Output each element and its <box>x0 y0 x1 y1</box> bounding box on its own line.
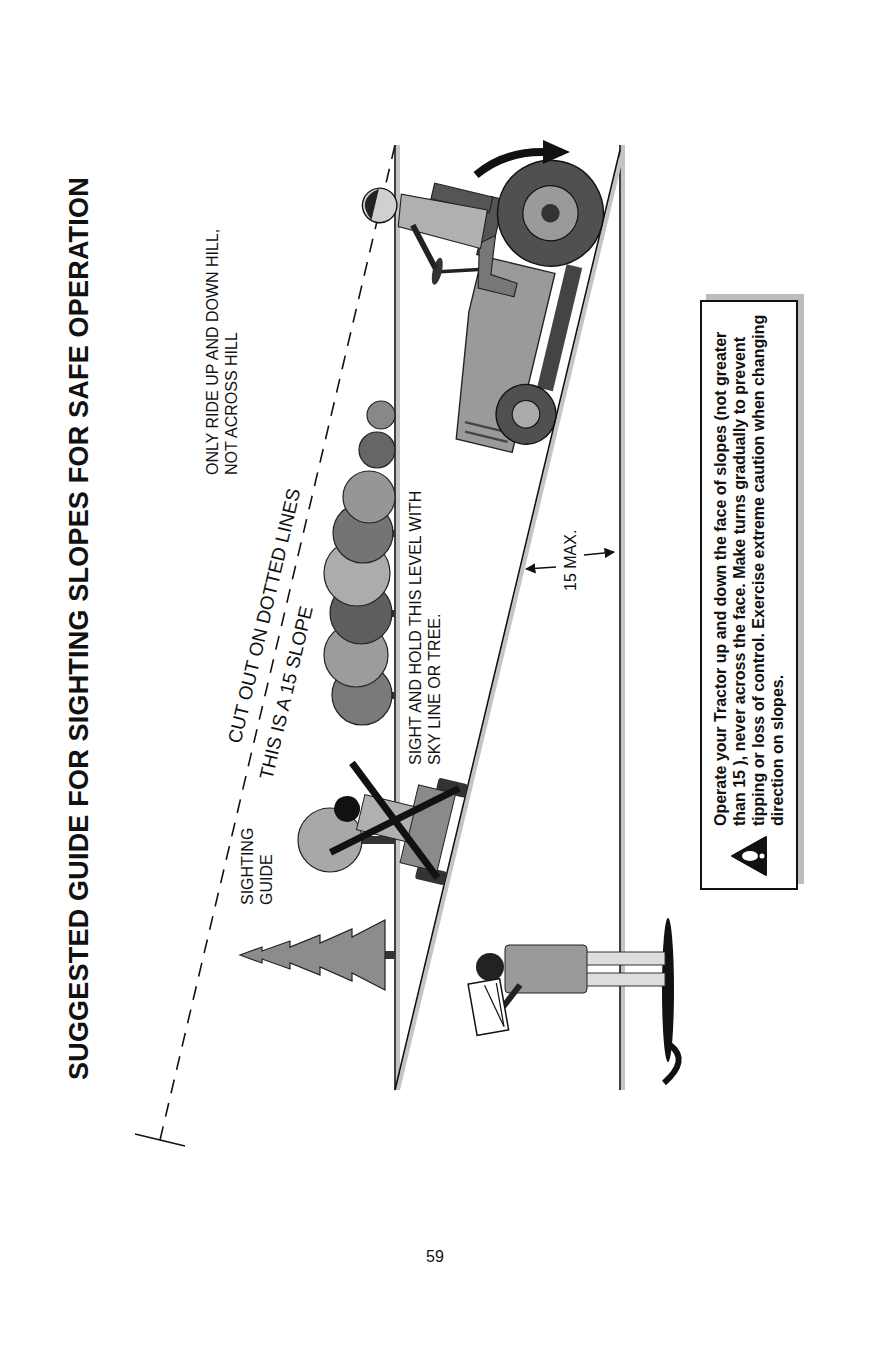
ground-lines <box>135 145 625 1146</box>
level-line <box>394 145 396 1090</box>
rider-torso <box>393 190 489 249</box>
card-level <box>496 983 504 1026</box>
ground-line <box>619 145 621 1090</box>
shadow-stroke <box>664 1045 679 1083</box>
round-tree <box>343 471 395 523</box>
warning-dot <box>760 854 765 859</box>
warning-icon <box>731 836 767 876</box>
person-leg <box>585 973 665 986</box>
person-head <box>476 953 504 981</box>
angle-label: 15 MAX. <box>561 528 580 593</box>
cut-mark <box>135 1134 185 1146</box>
warning-mark <box>742 851 758 861</box>
sighting-instruction: SIGHT AND HOLD THIS LEVEL WITH SKY LINE … <box>406 460 444 765</box>
warning-box: Operate your Tractor up and down the fac… <box>700 300 798 890</box>
slope-shade <box>396 150 625 1090</box>
page-number: 59 <box>426 1247 444 1266</box>
front-wheel <box>490 378 562 450</box>
wrong-tractor <box>322 755 468 885</box>
level-shade <box>396 145 400 1090</box>
cross-mark <box>331 763 459 878</box>
slope-line <box>395 150 620 1090</box>
shrub <box>359 432 395 468</box>
wheel-rim <box>517 180 584 247</box>
cross-mark <box>331 763 459 878</box>
card-slope <box>485 983 504 1028</box>
warning-triangle <box>732 837 766 875</box>
page-title: SUGGESTED GUIDE FOR SIGHTING SLOPES FOR … <box>64 177 95 1080</box>
rider-head <box>331 793 362 824</box>
rider-head <box>359 185 401 227</box>
dotted-cut-line <box>160 145 395 1140</box>
pine-tree <box>240 920 385 990</box>
guide-label: SIGHTING GUIDE <box>238 805 276 905</box>
sighting-card <box>468 979 509 1036</box>
wheel-hub <box>539 202 561 224</box>
grille <box>465 432 507 442</box>
rider-hair <box>361 186 379 220</box>
riding-tractor <box>314 119 614 461</box>
angle-arrow <box>584 552 614 555</box>
warning-text: Operate your Tractor up and down the fac… <box>711 314 787 826</box>
direction-arrowhead <box>543 140 570 164</box>
wheel-rim <box>509 398 542 431</box>
rider-arm <box>404 225 444 268</box>
direction-arrow <box>476 152 545 175</box>
person-sighting <box>468 918 679 1083</box>
ground-shade <box>621 145 625 1090</box>
person-arm <box>503 985 520 1007</box>
steering-column <box>439 261 479 281</box>
shrub <box>367 401 395 429</box>
shadow <box>662 918 674 1062</box>
card-outline <box>468 979 509 1036</box>
riding-instruction: ONLY RIDE UP AND DOWN HILL, NOT ACROSS H… <box>203 195 241 475</box>
angle-arrow <box>526 567 556 569</box>
rear-wheel <box>487 149 615 277</box>
person-leg <box>585 952 665 965</box>
